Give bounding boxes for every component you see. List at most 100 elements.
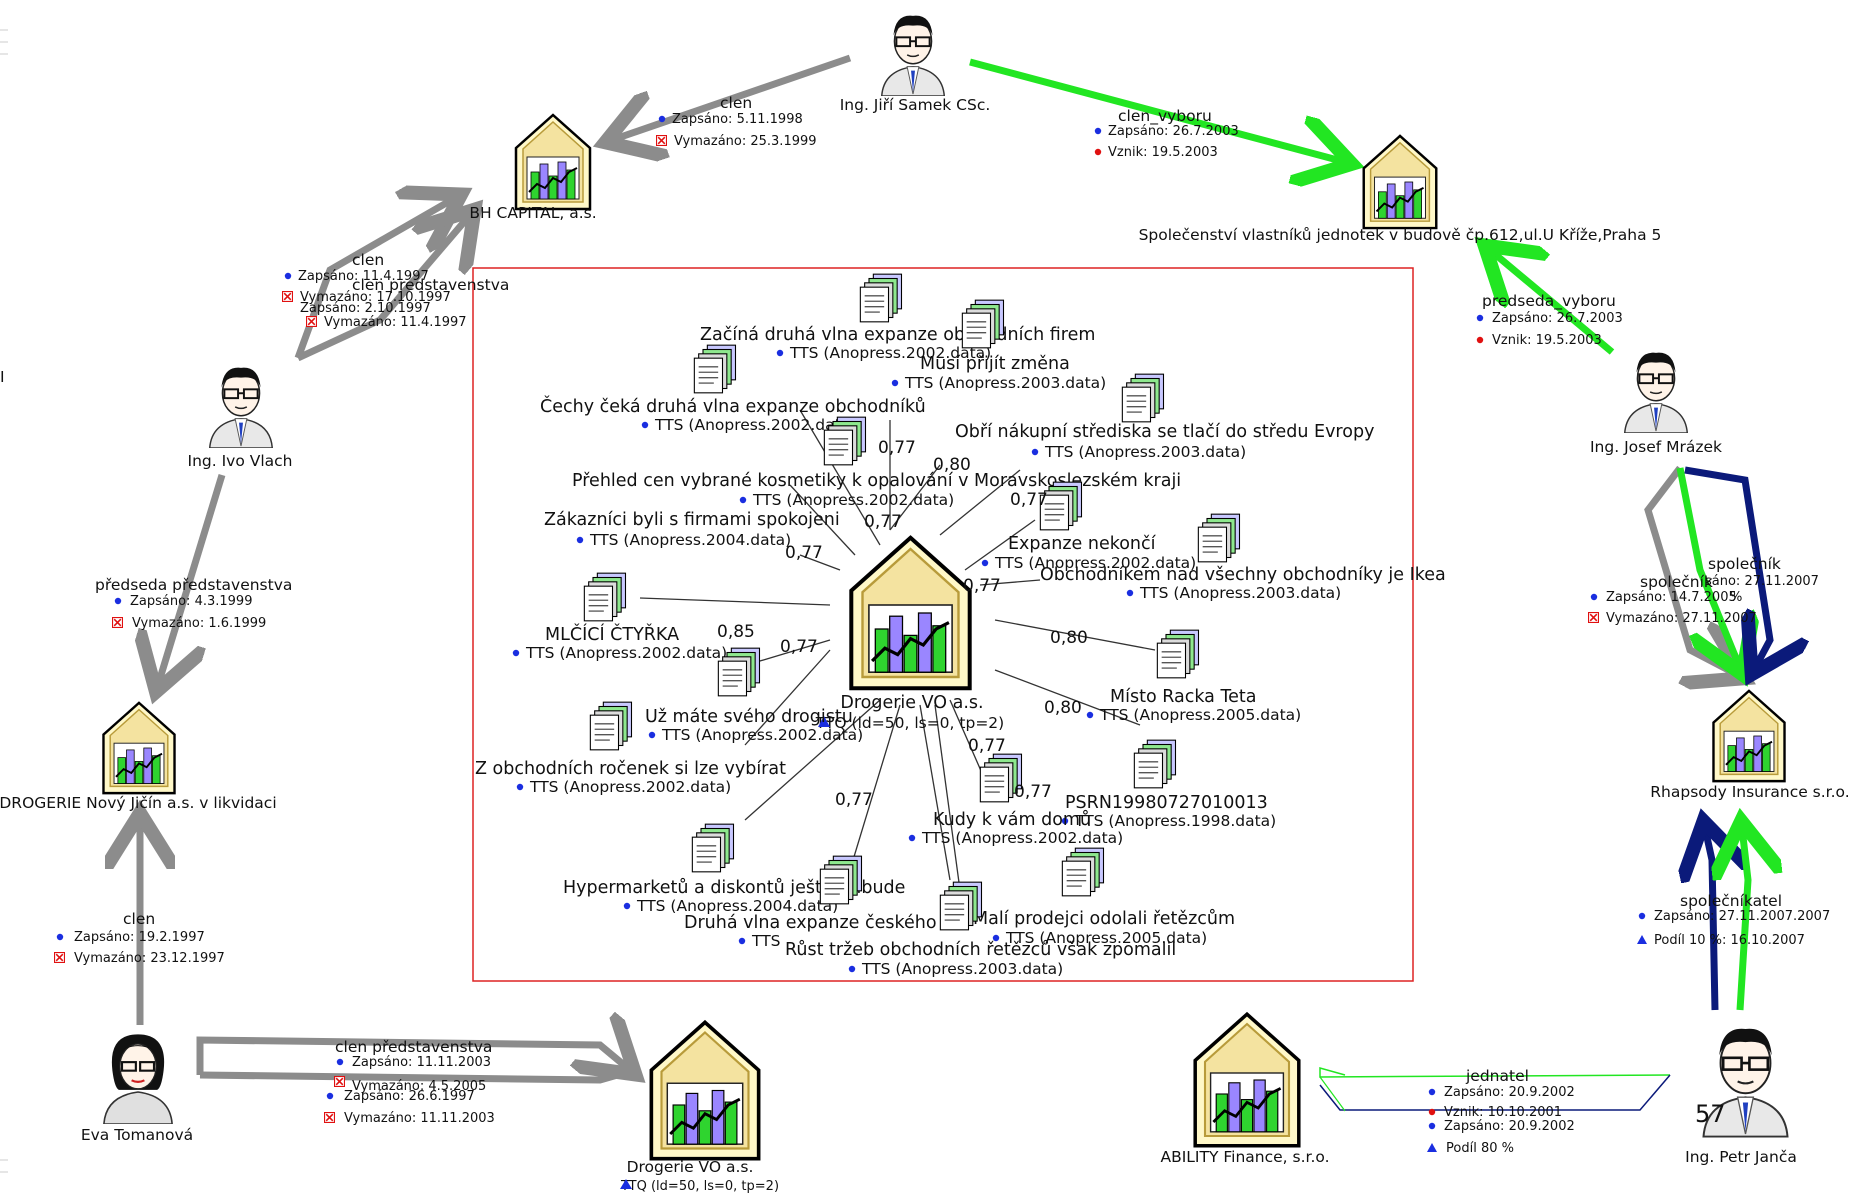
article-title[interactable]: Už máte svého drogistu	[645, 707, 853, 727]
edge-mrazek-rhapsody-navy[interactable]	[1684, 466, 1770, 668]
article-title[interactable]: Kudy k vám domů	[933, 810, 1091, 830]
article-node[interactable]: Začíná druhá vlna expanze obchodních fir…	[700, 273, 1095, 362]
registered-blue-dot-icon	[1086, 711, 1094, 719]
edge-role-label: clen	[352, 251, 384, 269]
stacked-documents-icon[interactable]	[1061, 847, 1105, 897]
article-title[interactable]: Čechy čeká druhá vlna expanze obchodníků	[540, 395, 926, 417]
node-mrazek-label[interactable]: Ing. Josef Mrázek	[1590, 438, 1722, 456]
edge-text: Zapsáno: 20.9.2002	[1444, 1085, 1575, 1100]
edge-samek-bh[interactable]	[612, 54, 852, 140]
edge-text: Vznik: 19.5.2003	[1108, 145, 1218, 160]
article-title[interactable]: Z obchodních ročenek si lze vybírat	[475, 759, 786, 779]
edge-text: Vymazáno: 1.6.1999	[132, 616, 266, 631]
edge-mrazek-rhapsody-green[interactable]	[1676, 467, 1740, 668]
article-title[interactable]: Růst tržeb obchodních řetězců však zpoma…	[785, 940, 1176, 960]
article-node[interactable]: Čechy čeká druhá vlna expanze obchodníků…	[540, 344, 926, 434]
node-spolecenstvi-label[interactable]: Společenství vlastníků jednotek v budově…	[1139, 226, 1662, 244]
node-rhapsody-label[interactable]: Rhapsody Insurance s.r.o.	[1650, 783, 1849, 801]
node-drogerie-vo-bottom-label[interactable]: Drogerie VO a.s.	[627, 1158, 754, 1176]
company-rhapsody-icon[interactable]	[1712, 689, 1786, 783]
edge-role-label: clen představenstva	[335, 1038, 492, 1056]
edge-tomanova-drogerie-vo-2[interactable]	[199, 1068, 629, 1084]
stacked-documents-icon[interactable]	[1197, 513, 1241, 563]
person-samek-icon[interactable]	[880, 14, 946, 96]
registered-blue-dot-icon	[891, 379, 899, 387]
stacked-documents-icon[interactable]	[1156, 629, 1200, 679]
edge-janca-ability-green[interactable]	[1319, 1067, 1671, 1078]
edge-text: Zapsáno: 26.7.2003	[1108, 124, 1239, 139]
person-vlach-icon[interactable]	[208, 366, 274, 448]
edge-janca-rhapsody-green[interactable]	[1740, 828, 1748, 1011]
article-title[interactable]: Musí přijít změna	[920, 354, 1070, 374]
registered-blue-dot-icon	[1428, 1122, 1436, 1130]
stacked-documents-icon[interactable]	[1133, 739, 1177, 789]
node-tomanova-label[interactable]: Eva Tomanová	[81, 1126, 193, 1144]
node-vlach-label[interactable]: Ing. Ivo Vlach	[188, 452, 293, 470]
node-center-label[interactable]: Drogerie VO a.s.	[840, 693, 983, 713]
article-node[interactable]: Přehled cen vybrané kosmetiky k opalován…	[572, 416, 1181, 509]
company-ability-icon[interactable]	[1193, 1012, 1301, 1148]
similarity-score-label: 0,80	[933, 455, 971, 475]
article-title[interactable]: Začíná druhá vlna expanze obchodních fir…	[700, 325, 1095, 345]
node-drogerie-nj-label[interactable]: DROGERIE Nový Jičín a.s. v likvidaci	[0, 794, 277, 812]
article-title[interactable]: Druhá vlna expanze českého ob	[684, 913, 964, 933]
article-source: TTS (Anopress.2003.data)	[861, 960, 1063, 978]
stacked-documents-icon[interactable]	[691, 823, 735, 873]
article-title[interactable]: Místo Racka Teta	[1110, 687, 1257, 707]
edge-samek-spolecenstvi[interactable]	[969, 58, 1345, 162]
article-title[interactable]: PSRN19980727010013	[1065, 793, 1268, 813]
node-janca-badge: 57	[1695, 1100, 1726, 1128]
similarity-score-label: 0,80	[1044, 698, 1082, 718]
article-title[interactable]: Expanze nekončí	[1008, 534, 1157, 554]
edge-tomanova-drogerie-vo[interactable]	[196, 1040, 630, 1075]
node-samek-label[interactable]: Ing. Jiří Samek CSc.	[840, 96, 991, 114]
article-node[interactable]: Růst tržeb obchodních řetězců však zpoma…	[785, 881, 1176, 978]
edge-vlach-bh-2[interactable]	[296, 215, 470, 362]
node-janca-label[interactable]: Ing. Petr Janča	[1685, 1148, 1797, 1166]
company-drogerie-nj-icon[interactable]	[102, 701, 176, 795]
node-ability-label[interactable]: ABILITY Finance, s.r.o.	[1160, 1148, 1329, 1166]
article-title[interactable]: Zákazníci byli s firmami spokojeni	[544, 510, 840, 530]
company-drogerie-vo-center-icon[interactable]	[851, 538, 969, 688]
edge-text: Podíl 80 %	[1446, 1141, 1514, 1156]
stacked-documents-icon[interactable]	[583, 572, 627, 622]
company-spolecenstvi-icon[interactable]	[1362, 134, 1438, 230]
edge-janca-ability-navy[interactable]	[1319, 1074, 1671, 1111]
article-title[interactable]: Přehled cen vybrané kosmetiky k opalován…	[572, 471, 1181, 491]
stacked-documents-icon[interactable]	[693, 344, 737, 394]
article-title[interactable]: Obří nákupní střediska se tlačí do střed…	[955, 422, 1374, 442]
stacked-documents-icon[interactable]	[589, 701, 633, 751]
stacked-documents-icon[interactable]	[1121, 373, 1165, 423]
article-title[interactable]: MLČÍCÍ ČTYŘKA	[545, 623, 679, 645]
founded-red-dot-icon	[1428, 1108, 1436, 1116]
person-mrazek-icon[interactable]	[1623, 351, 1689, 433]
edge-vlach-drogerie-nj[interactable]	[158, 473, 226, 685]
article-node[interactable]: Obchodníkem nad všechny obchodníky je Ik…	[1040, 513, 1446, 602]
edge-role-label: společník	[1708, 555, 1781, 573]
person-tomanova-icon[interactable]	[102, 1033, 174, 1124]
stacked-documents-icon[interactable]	[859, 273, 903, 323]
edge-mrazek-spolecenstvi[interactable]	[1490, 250, 1615, 355]
registered-blue-dot-icon	[1126, 589, 1134, 597]
registered-blue-dot-icon	[284, 272, 292, 280]
node-bh-capital-label[interactable]: BH CAPITAL, a.s.	[469, 204, 596, 222]
company-bh-capital-icon[interactable]	[514, 113, 592, 211]
article-node[interactable]: Obří nákupní střediska se tlačí do střed…	[955, 373, 1374, 461]
edge-role-label: clen	[123, 910, 155, 928]
article-title[interactable]: Obchodníkem nad všechny obchodníky je Ik…	[1040, 565, 1446, 585]
article-title[interactable]: Malí prodejci odolali řetězcům	[973, 909, 1235, 929]
company-drogerie-vo-icon[interactable]	[649, 1020, 761, 1161]
edge-text: Zapsáno: 27.11.2007.2007	[1654, 909, 1830, 924]
